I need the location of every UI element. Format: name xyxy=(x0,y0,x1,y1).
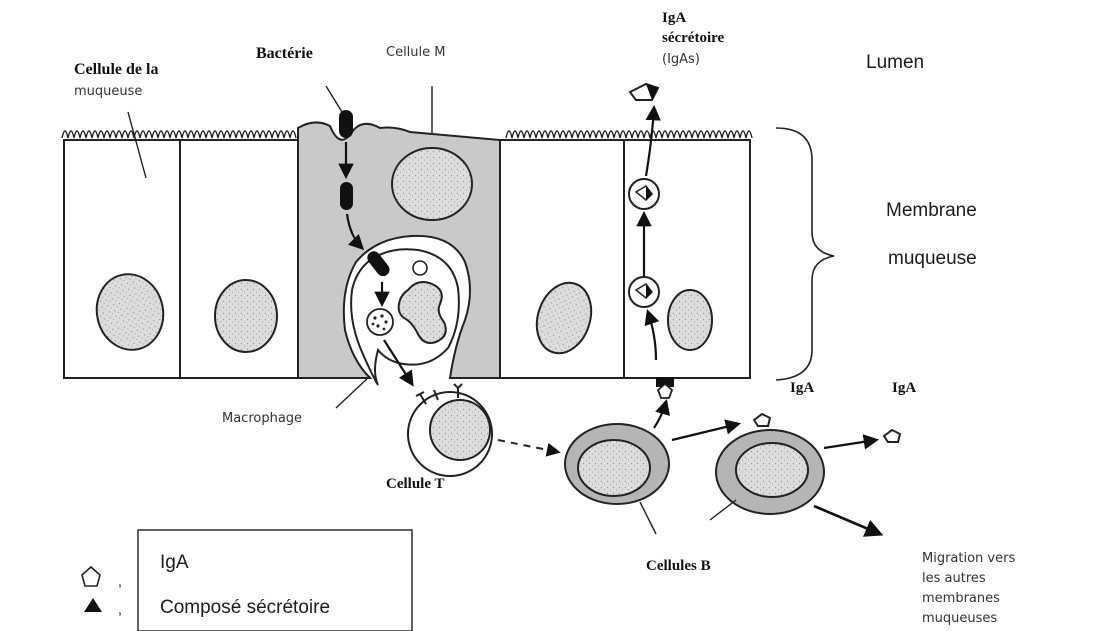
iga-label-1: IgA xyxy=(790,380,814,396)
secretory-iga-label-line2: sécrétoire xyxy=(662,30,725,46)
membrane-label-line1: Membrane xyxy=(886,200,977,221)
iga-free-1 xyxy=(754,414,770,426)
iga-free-2 xyxy=(884,430,900,442)
b-cell-1-pointer xyxy=(640,502,656,534)
leader-macrophage xyxy=(336,376,370,408)
mucosa-cell-label-line2: muqueuse xyxy=(74,84,142,99)
leader-bacterium xyxy=(326,86,342,112)
t-cell-label: Cellule T xyxy=(386,476,444,492)
triangle-filled-icon xyxy=(84,598,102,612)
legend-sep-1: , xyxy=(118,573,122,589)
mucosa-cell-label-line1: Cellule de la xyxy=(74,61,158,78)
legend-sep-2: , xyxy=(118,601,122,617)
b-cell-2-pointer xyxy=(710,500,736,520)
migration-label-line1: Migration vers xyxy=(922,551,1015,566)
m-cell-label: Cellule M xyxy=(386,45,446,60)
phagosome-small xyxy=(413,261,427,275)
arrow-migration xyxy=(814,506,880,534)
arrow-b1-to-receptor xyxy=(654,402,666,428)
legend-item-iga: IgA xyxy=(160,552,189,573)
b-cell-2-nucleus xyxy=(736,443,808,497)
membrane-label-line2: muqueuse xyxy=(888,248,977,269)
b-cell-1-nucleus xyxy=(578,440,650,496)
b-cells-label: Cellules B xyxy=(646,558,711,574)
bacterium-label: Bactérie xyxy=(256,45,313,62)
m-cell-nucleus xyxy=(392,148,472,220)
arrow-b2-iga xyxy=(824,440,876,448)
bacterium-transit xyxy=(340,182,353,210)
microvilli-left xyxy=(62,131,296,138)
arrow-t-to-b xyxy=(498,440,558,452)
microvilli-right xyxy=(506,131,752,138)
membrane-brace xyxy=(776,128,834,380)
legend: , , IgA Composé sécrétoire xyxy=(82,530,412,631)
pentagon-outline-icon xyxy=(82,567,100,586)
macrophage-label: Macrophage xyxy=(222,411,302,426)
nucleus-cell-4 xyxy=(668,290,712,350)
migration-label-line4: muqueuses xyxy=(922,611,997,626)
iga-label-2: IgA xyxy=(892,380,916,396)
secretory-iga-label-line3: (IgAs) xyxy=(662,52,700,67)
secretory-iga-label-line1: IgA xyxy=(662,10,686,26)
t-cell-nucleus xyxy=(430,400,490,460)
arrow-b1-iga xyxy=(672,424,738,440)
legend-item-secretory-component: Composé sécrétoire xyxy=(160,597,330,618)
migration-label-line2: les autres xyxy=(922,571,986,586)
lumen-label: Lumen xyxy=(866,52,924,73)
bacterium-entry xyxy=(339,110,353,138)
migration-label-line3: membranes xyxy=(922,591,1000,606)
nucleus-cell-2 xyxy=(215,280,277,352)
phagosome-digesting xyxy=(367,309,393,335)
